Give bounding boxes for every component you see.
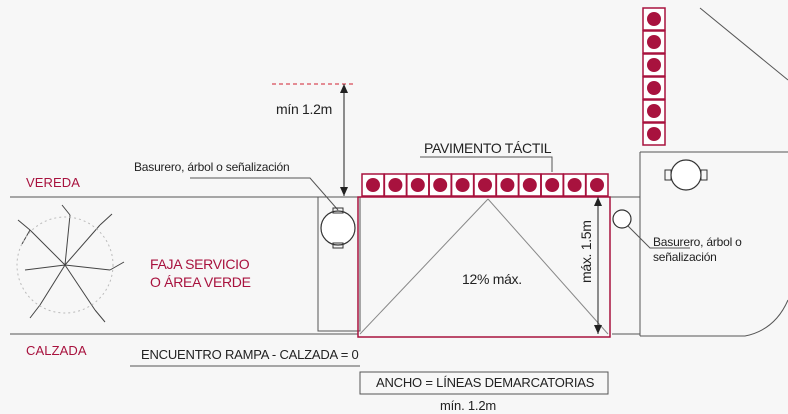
tactile-dot xyxy=(366,178,380,192)
ramp xyxy=(357,196,611,338)
tactile-dot xyxy=(433,178,448,192)
tactile-dot xyxy=(455,178,470,192)
tactile-label-leader xyxy=(420,156,553,172)
tactile-dot xyxy=(647,81,661,95)
tactile-dot xyxy=(522,178,537,192)
bin-right-label-2: señalización xyxy=(653,250,717,264)
bin-right-leader xyxy=(623,221,690,249)
clearance-label: mín 1.2m xyxy=(276,101,332,117)
bin-right-icon xyxy=(612,209,632,229)
service-strip-label-1: FAJA SERVICIO xyxy=(150,256,250,272)
ramp-length-label: máx. 1.5m xyxy=(578,220,594,283)
tactile-dot xyxy=(545,178,560,192)
tactile-dot xyxy=(410,178,425,192)
width-label-box xyxy=(359,371,609,395)
bin-building-icon xyxy=(664,159,708,191)
building-outline xyxy=(10,7,788,337)
tactile-dot xyxy=(567,178,582,192)
tactile-dot xyxy=(590,178,604,192)
tactile-dot xyxy=(500,178,515,192)
slope-label: 12% máx. xyxy=(462,271,522,287)
tactile-dot xyxy=(388,178,403,192)
ramp-meeting-label: ENCUENTRO RAMPA - CALZADA = 0 xyxy=(141,347,359,362)
tactile-dot xyxy=(647,12,661,26)
service-strip-box xyxy=(317,196,361,332)
tactile-paving-row xyxy=(361,173,609,197)
clearance-dimension xyxy=(272,83,354,196)
tactile-dot xyxy=(647,104,661,118)
service-strip-label-2: O ÁREA VERDE xyxy=(150,274,251,290)
tactile-paving-column xyxy=(642,7,666,146)
sidewalk-label: VEREDA xyxy=(26,175,81,190)
tactile-paving-label: PAVIMENTO TÁCTIL xyxy=(424,140,552,156)
width-min-label: mín. 1.2m xyxy=(440,398,496,413)
tactile-dot xyxy=(647,127,661,141)
tactile-dot xyxy=(647,35,661,49)
bin-left-leader xyxy=(190,177,339,211)
ramp-length-dimension xyxy=(594,197,602,334)
tree-icon xyxy=(16,204,125,323)
bin-right-label-1: Basurero, árbol o xyxy=(653,235,742,249)
tactile-dot xyxy=(478,178,492,192)
bin-left-label: Basurero, árbol o señalización xyxy=(134,160,290,174)
bin-left-icon xyxy=(320,207,356,249)
width-label: ANCHO = LÍNEAS DEMARCATORIAS xyxy=(376,375,595,390)
road-label: CALZADA xyxy=(26,343,87,358)
tactile-dot xyxy=(647,58,661,72)
